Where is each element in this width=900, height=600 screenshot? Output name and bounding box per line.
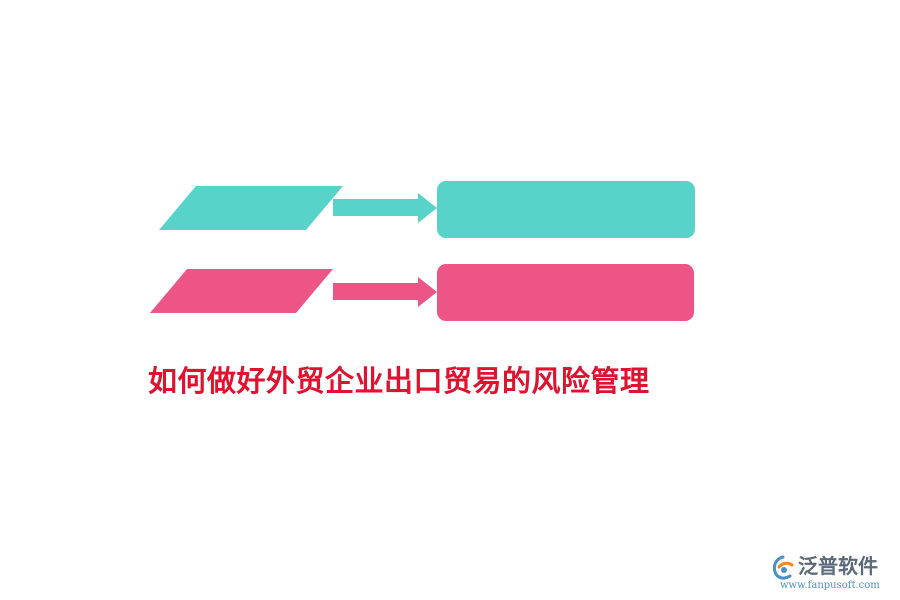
brand-url: www.fanpusoft.com <box>780 580 880 591</box>
page-title: 如何做好外贸企业出口贸易的风险管理 <box>148 364 650 398</box>
teal-parallelogram <box>159 186 343 230</box>
teal-arrow-icon <box>333 193 437 223</box>
brand-name: 泛普软件 <box>798 554 878 578</box>
brand-logo: 泛普软件 www.fanpusoft.com <box>770 552 892 594</box>
pink-arrow-icon <box>333 277 437 307</box>
pink-box <box>437 264 694 321</box>
fanpu-logo-icon <box>772 555 794 580</box>
teal-box <box>437 181 695 238</box>
pink-parallelogram <box>150 269 333 313</box>
